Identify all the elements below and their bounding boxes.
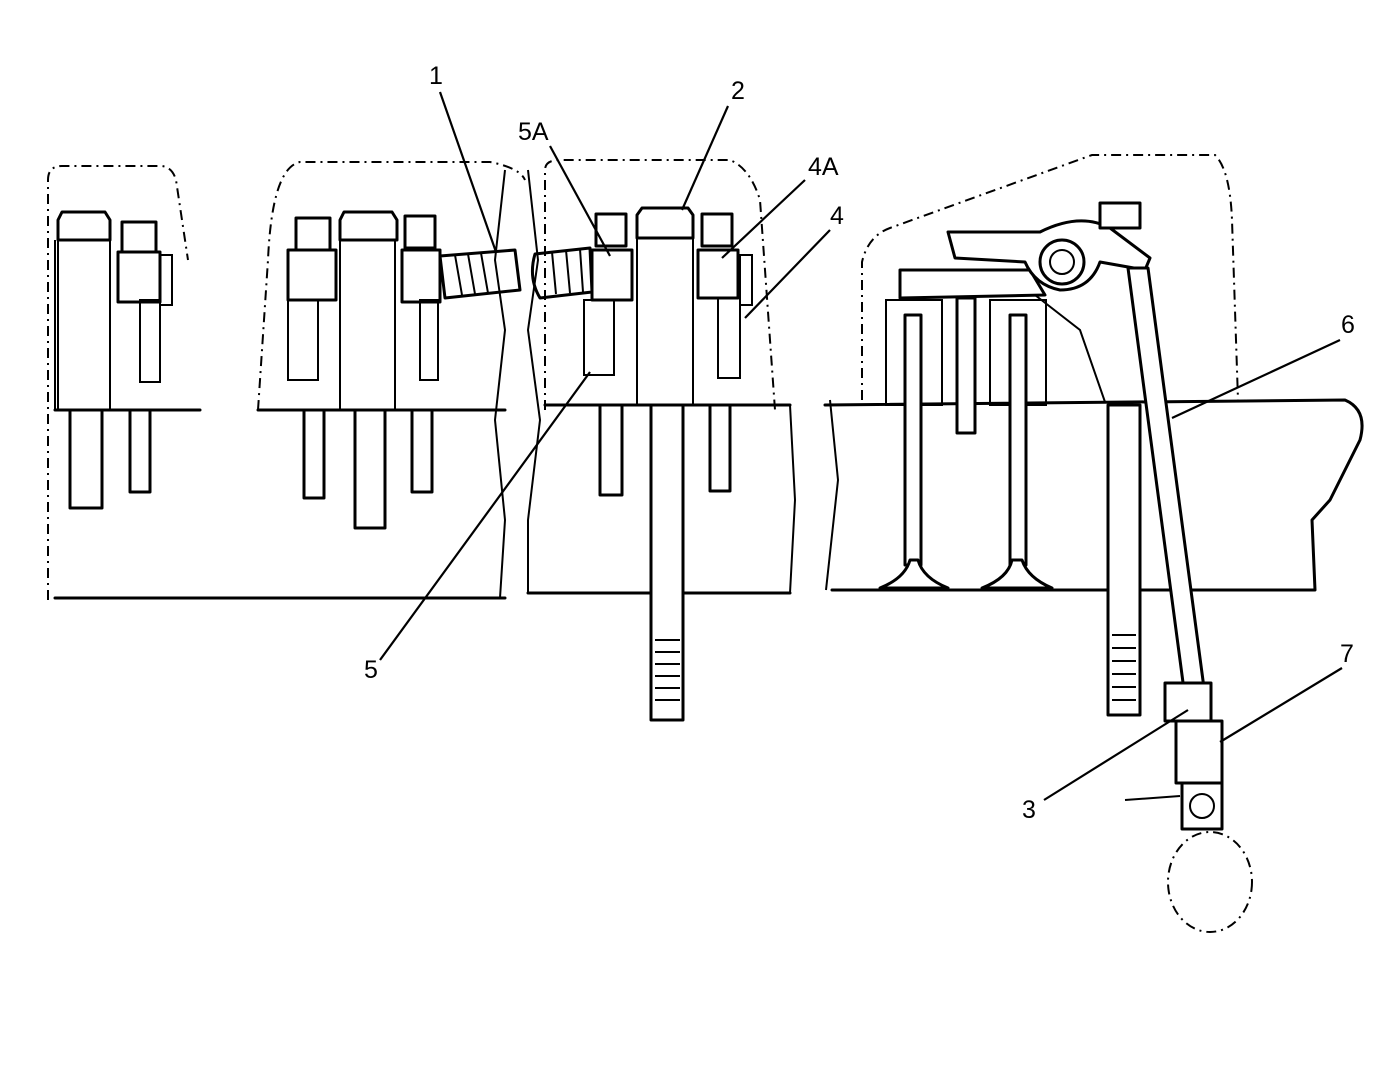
callout-5: 5 [364, 656, 378, 684]
leader-3 [1043, 709, 1189, 801]
callout-7: 7 [1340, 640, 1354, 668]
callout-4a: 4A [808, 153, 839, 181]
leader-5a [549, 145, 611, 257]
cylinder-head-section-d [823, 154, 1364, 933]
callout-1: 1 [429, 62, 443, 90]
callout-3: 3 [1022, 796, 1036, 824]
callout-labels: 1 2 5A 4A 4 5 6 7 3 [364, 62, 1355, 824]
leader-1 [438, 91, 498, 253]
leader-5 [379, 371, 591, 661]
cylinder-head-section-a [47, 165, 507, 600]
cylinder-head-section-b [256, 161, 526, 599]
callout-5a: 5A [518, 118, 549, 146]
callout-6: 6 [1341, 311, 1355, 339]
leader-2 [680, 105, 730, 211]
leader-6 [1171, 339, 1341, 419]
callout-2: 2 [731, 77, 745, 105]
leader-4 [744, 229, 831, 319]
leader-7 [1219, 667, 1343, 743]
leader-lines [379, 91, 1343, 801]
cylinder-head-section-c [526, 159, 797, 722]
leader-4a [721, 179, 806, 259]
callout-4: 4 [830, 202, 844, 230]
